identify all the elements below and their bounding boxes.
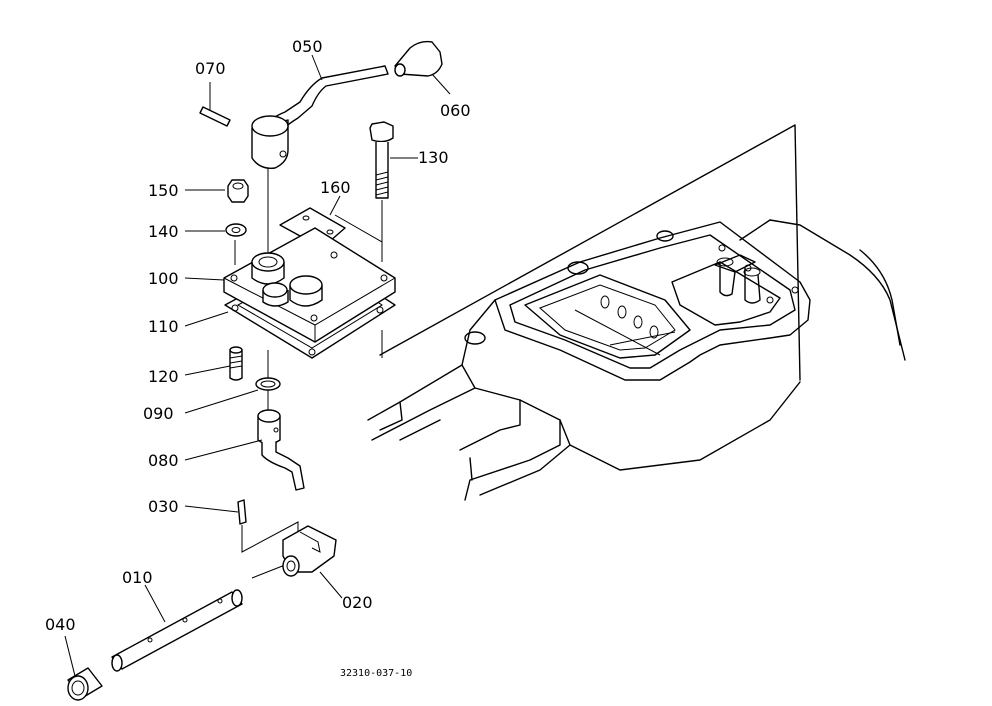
shift-shaft-080 (257, 409, 305, 491)
callout-010: 010 (122, 568, 153, 587)
callout-150: 150 (148, 181, 179, 200)
shift-lever (261, 65, 389, 135)
drawing-code: 32310-037-10 (340, 668, 412, 679)
callout-140: 140 (148, 222, 179, 241)
spring-pin-070 (199, 106, 231, 127)
callout-040: 040 (45, 615, 76, 634)
lever-knob (394, 40, 443, 77)
cover-100 (223, 227, 396, 343)
lever-hub (251, 115, 289, 169)
callout-060: 060 (440, 101, 471, 120)
callout-030: 030 (148, 497, 179, 516)
shift-fork-020 (282, 525, 337, 577)
collar-040 (67, 667, 103, 701)
nut-150 (227, 179, 249, 203)
callout-050: 050 (292, 37, 323, 56)
callout-130: 130 (418, 148, 449, 167)
callout-100: 100 (148, 269, 179, 288)
transmission-housing (367, 124, 906, 501)
washer-140 (225, 223, 247, 237)
leader-lines (64, 54, 451, 677)
callout-160: 160 (320, 178, 351, 197)
o-ring-090 (255, 377, 281, 391)
callout-070: 070 (195, 59, 226, 78)
spring-pin-030 (237, 499, 247, 525)
callout-110: 110 (148, 317, 179, 336)
callout-120: 120 (148, 367, 179, 386)
guide-lines (234, 165, 383, 579)
callout-020: 020 (342, 593, 373, 612)
bolt-130 (369, 121, 394, 199)
callout-090: 090 (143, 404, 174, 423)
shift-rod-010 (111, 589, 243, 672)
callout-080: 080 (148, 451, 179, 470)
stud-120 (229, 346, 243, 381)
callout-labels: 070 050 060 130 150 160 140 100 110 120 … (45, 37, 471, 634)
